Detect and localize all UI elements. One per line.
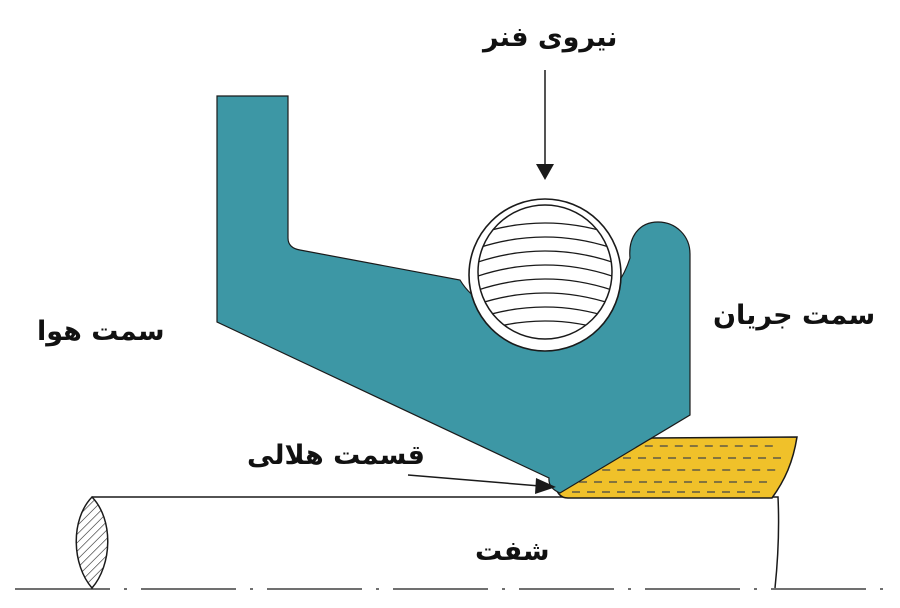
spring-coil: [478, 306, 612, 319]
spring-force-arrow: [536, 70, 554, 180]
spring-coil: [478, 278, 612, 291]
garter-spring: [468, 198, 622, 352]
spring-coil: [478, 292, 612, 305]
fluid-film-dashes: [572, 445, 781, 493]
shaft-cross-section: [75, 495, 109, 590]
label-spring-force: نیروی فنر: [483, 22, 618, 53]
crescent-part-arrow: [407, 474, 556, 494]
shaft: [15, 495, 885, 590]
spring-coil: [478, 250, 612, 263]
spring-coil: [478, 264, 612, 277]
label-flow-side: سمت جریان: [713, 300, 876, 331]
label-shaft: شفت: [475, 536, 550, 567]
label-air-side: سمت هوا: [37, 316, 165, 347]
label-crescent-part: قسمت هلالی: [247, 440, 425, 471]
seal-body: [216, 95, 691, 494]
spring-coil: [478, 236, 612, 249]
